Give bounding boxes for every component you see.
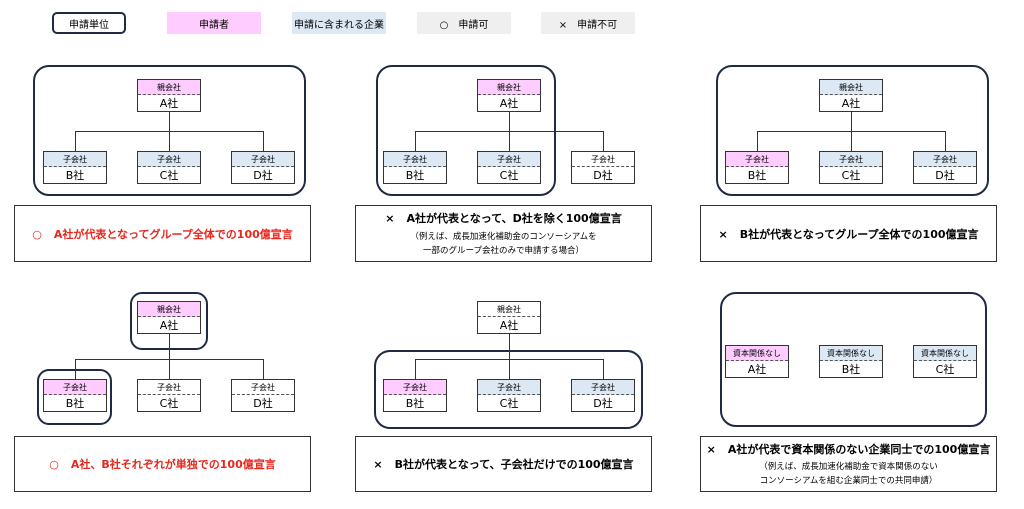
connector bbox=[509, 334, 510, 360]
caption-box: ×B社が代表となって、子会社だけでの100億宣言 bbox=[355, 436, 652, 492]
unit-frame bbox=[37, 369, 112, 425]
unit-frame bbox=[33, 65, 306, 196]
caption-box: ○A社が代表となってグループ全体での100億宣言 bbox=[14, 205, 311, 262]
connector bbox=[757, 131, 758, 151]
caption-box: ×A社が代表となって、D社を除く100億宣言 （例えば、成長加速化補助金のコンソ… bbox=[355, 205, 652, 262]
caption-box: ○A社、B社それぞれが単独での100億宣言 bbox=[14, 436, 311, 492]
connector bbox=[263, 131, 264, 151]
legend-included: 申請に含まれる企業 bbox=[292, 12, 386, 34]
unit-frame bbox=[720, 292, 987, 427]
legend-unit: 申請単位 bbox=[52, 12, 126, 34]
connector bbox=[851, 112, 852, 132]
legend-ok: ○ 申請可 bbox=[417, 12, 511, 34]
legend-applicant: 申請者 bbox=[167, 12, 261, 34]
connector bbox=[169, 334, 170, 360]
connector bbox=[75, 131, 76, 151]
connector bbox=[169, 131, 170, 151]
connector bbox=[75, 359, 76, 379]
connector bbox=[603, 359, 604, 379]
connector bbox=[509, 112, 510, 132]
connector bbox=[169, 112, 170, 132]
unit-frame bbox=[716, 65, 989, 196]
connector bbox=[263, 359, 264, 379]
connector bbox=[415, 359, 416, 379]
legend-ng: × 申請不可 bbox=[541, 12, 635, 34]
connector bbox=[509, 131, 510, 151]
connector bbox=[603, 131, 604, 151]
connector bbox=[415, 131, 416, 151]
connector bbox=[945, 131, 946, 151]
caption-box: ×B社が代表となってグループ全体での100億宣言 bbox=[700, 205, 997, 262]
caption-box: ×A社が代表で資本関係のない企業同士での100億宣言 （例えば、成長加速化補助金… bbox=[700, 436, 997, 492]
connector bbox=[851, 131, 852, 151]
unit-frame bbox=[376, 65, 556, 196]
unit-frame bbox=[374, 350, 643, 429]
connector bbox=[509, 359, 510, 379]
connector bbox=[169, 359, 170, 379]
